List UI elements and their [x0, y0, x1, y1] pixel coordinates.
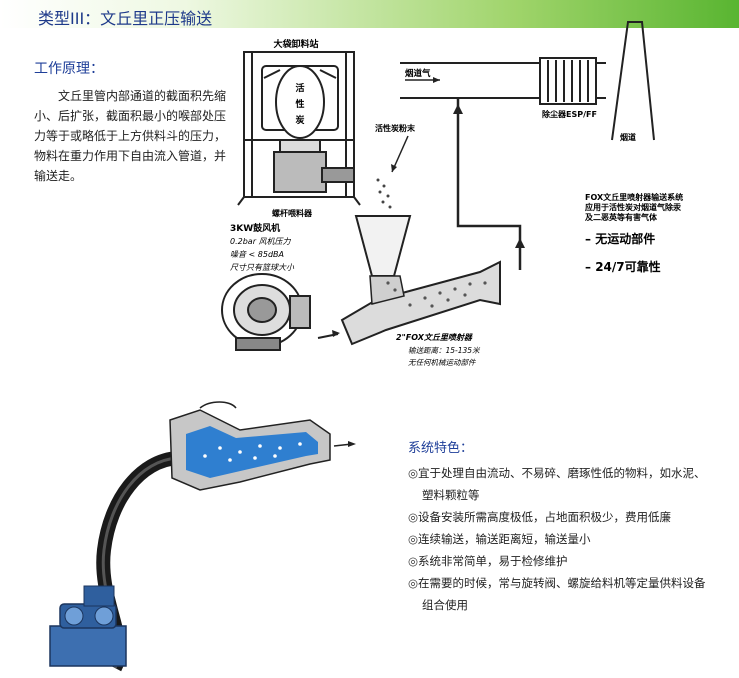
bag-station-label: 大袋卸料站	[273, 38, 318, 50]
bullet-reliability: – 24/7可靠性	[585, 259, 661, 274]
bag-text-1: 活	[295, 82, 304, 94]
bullet-no-moving-parts: – 无运动部件	[585, 231, 655, 246]
feature-bullet-icon: ◎	[408, 466, 419, 480]
venturi-title: 2"FOX文丘里喷射器	[396, 333, 473, 342]
blower-spec-2: 噪音 < 85dBA	[230, 250, 284, 259]
feature-text: 设备安装所需高度极低，占地面积极少，费用低廉	[418, 510, 672, 524]
blower	[221, 273, 311, 351]
feature-text: 宜于处理自由流动、不易碎、磨琢性低的物料，如水泥、塑料颗粒等	[418, 466, 706, 502]
powder-arrowhead	[391, 164, 397, 172]
blower-3d	[49, 585, 127, 667]
bag-text-3: 炭	[295, 114, 304, 126]
feature-text: 在需要的时候，常与旋转阀、螺旋给料机等定量供料设备组合使用	[418, 576, 706, 612]
powder-particles	[376, 178, 392, 209]
blower-title: 3KW鼓风机	[230, 222, 280, 234]
feature-item: ◎连续输送，输送距离短，输送量小	[408, 528, 708, 550]
feature-text: 系统非常简单，易于检修维护	[418, 554, 568, 568]
feature-item: ◎系统非常简单，易于检修维护	[408, 550, 708, 572]
feature-item: ◎设备安装所需高度极低，占地面积极少，费用低廉	[408, 506, 708, 528]
bag-text-2: 性	[295, 98, 304, 110]
air-inlet-arrowhead	[332, 330, 340, 337]
venturi-inlet	[369, 275, 405, 305]
venturi-particles	[386, 281, 487, 308]
venturi-spec-1: 输送距离：15-135米	[408, 346, 481, 355]
feature-text: 连续输送，输送距离短，输送量小	[418, 532, 591, 546]
feature-bullet-icon: ◎	[408, 554, 419, 568]
flue-gas-label: 烟道气	[405, 68, 431, 79]
outlet-arrowhead	[348, 441, 356, 447]
feature-bullet-icon: ◎	[408, 510, 419, 524]
feature-bullet-icon: ◎	[408, 532, 419, 546]
blower-spec-3: 尺寸只有篮球大小	[230, 263, 295, 272]
chimney-label: 烟道	[620, 132, 636, 142]
conveying-line	[456, 98, 522, 246]
principle-heading: 工作原理：	[34, 61, 104, 77]
bag-unloading-station	[237, 51, 361, 206]
fox-desc-2: 应用于活性炭对烟道气除汞	[585, 202, 682, 212]
flue-duct	[400, 62, 606, 99]
feature-bullet-icon: ◎	[408, 576, 419, 590]
flue-gas-arrowhead	[433, 77, 440, 83]
carbon-powder-label: 活性炭粉末	[375, 123, 415, 133]
venturi-3d-particles	[203, 442, 302, 462]
hopper	[354, 215, 412, 277]
venturi-spec-2: 无任何机械运动部件	[408, 358, 477, 367]
features-list: ◎宜于处理自由流动、不易碎、磨琢性低的物料，如水泥、塑料颗粒等 ◎设备安装所需高…	[408, 462, 708, 616]
dust-collector	[539, 57, 597, 105]
blower-spec-1: 0.2bar 风机压力	[230, 237, 292, 246]
page-title: 类型III：文丘里正压输送	[38, 9, 213, 28]
feature-item: ◎宜于处理自由流动、不易碎、磨琢性低的物料，如水泥、塑料颗粒等	[408, 462, 708, 506]
chimney	[611, 21, 655, 141]
fox-desc-1: FOX文丘里喷射器输送系统	[585, 192, 683, 202]
fox-desc-3: 及二恶英等有害气体	[585, 212, 658, 222]
feed-flange	[199, 401, 237, 409]
up-arrowhead	[515, 238, 525, 248]
conveying-line-arrowhead	[453, 104, 463, 114]
features-heading: 系统特色：	[408, 441, 474, 456]
venturi-ejector	[340, 260, 501, 346]
dust-collector-fins	[547, 60, 589, 102]
venturi-3d-flow	[186, 426, 318, 478]
header-bar: 类型III：文丘里正压输送	[0, 0, 739, 28]
venturi-illustration	[49, 401, 356, 672]
principle-text: 文丘里管内部通道的截面积先缩小、后扩张，截面积最小的喉部处压力等于或略低于上方供…	[34, 89, 227, 183]
process-diagram: 大袋卸料站 活 性 炭 螺杆喂料器 活性炭粉末 烟道气 除尘器ESP/FF 烟道	[221, 21, 683, 367]
screw-feeder-label: 螺杆喂料器	[272, 208, 313, 218]
feature-item: ◎在需要的时候，常与旋转阀、螺旋给料机等定量供料设备组合使用	[408, 572, 708, 616]
dust-collector-label: 除尘器ESP/FF	[542, 109, 597, 119]
